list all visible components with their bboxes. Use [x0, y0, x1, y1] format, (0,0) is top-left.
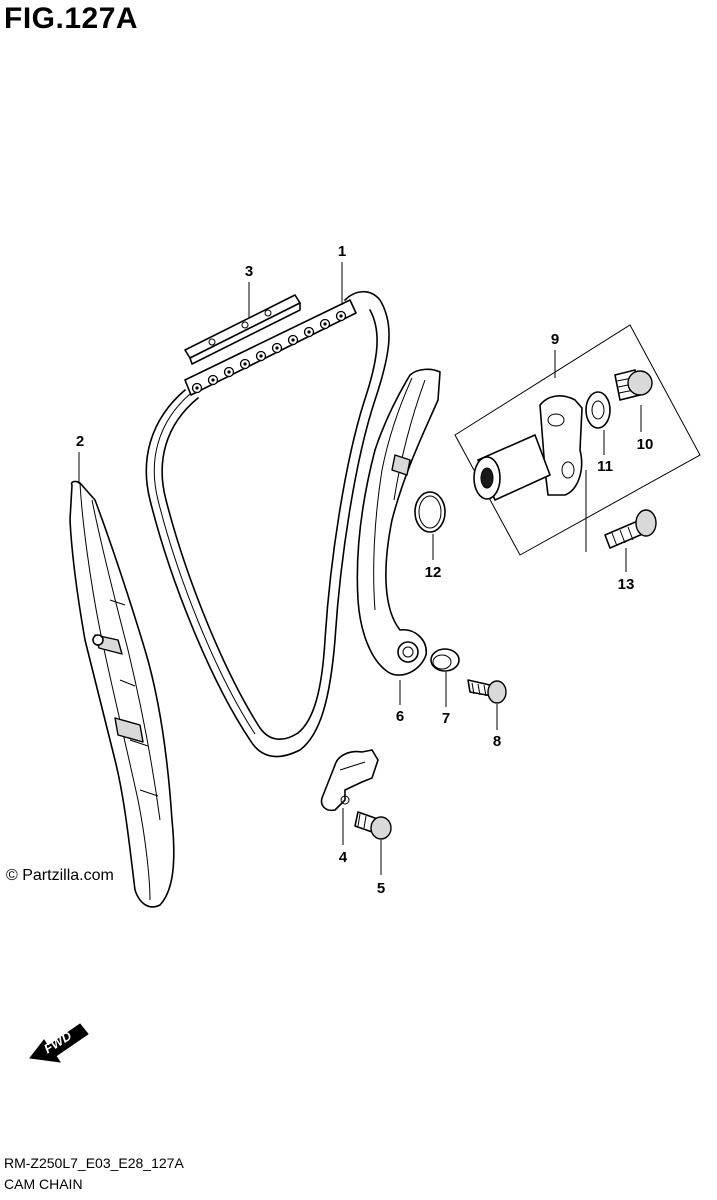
fwd-arrow-icon: FWD [29, 1023, 89, 1063]
o-ring[interactable] [414, 491, 446, 533]
tensioner-cap-bolt[interactable] [614, 369, 653, 401]
callout-9: 9 [551, 331, 559, 348]
callout-12: 12 [425, 564, 442, 581]
cap-washer[interactable] [585, 391, 611, 429]
tensioner-pivot-bolt[interactable] [467, 679, 507, 704]
callout-2: 2 [76, 433, 84, 450]
leader-lines [78, 262, 642, 875]
tensioner-assembly[interactable] [454, 324, 701, 556]
tensioner-mounting-bolt[interactable] [604, 509, 657, 549]
callout-3: 3 [245, 263, 253, 280]
callout-1: 1 [338, 243, 346, 260]
callout-6: 6 [396, 708, 404, 725]
chain-guide-left[interactable] [69, 480, 175, 908]
diagram-code: RM-Z250L7_E03_E28_127A [4, 1155, 184, 1171]
callout-13: 13 [618, 576, 635, 593]
figure-title: FIG.127A [4, 2, 139, 35]
bracket-bolt[interactable] [354, 811, 392, 840]
tensioner-bushing[interactable] [430, 648, 460, 672]
callout-8: 8 [493, 733, 501, 750]
diagram-name: CAM CHAIN [4, 1176, 83, 1192]
callout-4: 4 [339, 849, 348, 866]
callout-10: 10 [637, 436, 654, 453]
callout-5: 5 [377, 880, 385, 897]
chain-guide-plate[interactable] [184, 294, 301, 365]
callout-7: 7 [442, 710, 450, 727]
watermark: © Partzilla.com [6, 867, 114, 884]
cam-chain[interactable] [145, 290, 390, 758]
stopper-bracket[interactable] [320, 749, 379, 812]
chain-tensioner-arm[interactable] [356, 368, 441, 676]
callout-11: 11 [597, 458, 613, 475]
